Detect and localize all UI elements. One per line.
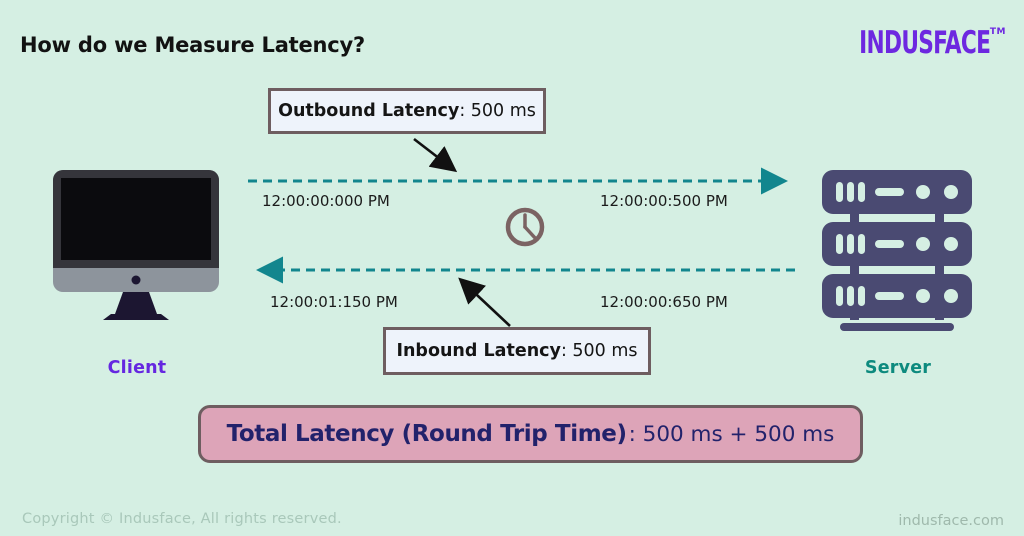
timestamp-client-receive: 12:00:01:150 PM (270, 293, 398, 311)
timestamp-server-send: 12:00:00:650 PM (600, 293, 728, 311)
server-label: Server (864, 358, 932, 378)
server-stack-icon (822, 170, 972, 336)
page-title: How do we Measure Latency? (20, 33, 366, 57)
outbound-pointer-arrow (413, 137, 458, 173)
total-latency-box: Total Latency (Round Trip Time) : 500 ms… (198, 405, 863, 463)
outbound-latency-value: : 500 ms (459, 101, 536, 121)
client-label: Client (107, 358, 167, 378)
total-latency-label: Total Latency (Round Trip Time) (226, 421, 627, 447)
brand-logo: INDUSFACE TM (803, 26, 1006, 60)
inbound-pointer-arrow (458, 277, 511, 327)
copyright-text: Copyright © Indusface, All rights reserv… (22, 511, 342, 527)
outbound-latency-label: Outbound Latency (278, 101, 460, 121)
clock-icon (505, 207, 545, 247)
inbound-latency-callout: Inbound Latency: 500 ms (383, 327, 651, 375)
timestamp-client-send: 12:00:00:000 PM (262, 192, 390, 210)
timestamp-server-receive: 12:00:00:500 PM (600, 192, 728, 210)
trademark-symbol: TM (989, 27, 1006, 37)
inbound-latency-label: Inbound Latency (396, 341, 561, 361)
desktop-monitor-icon (53, 170, 219, 324)
inbound-latency-value: : 500 ms (560, 341, 638, 361)
total-latency-value: : 500 ms + 500 ms (628, 421, 835, 447)
website-text: indusface.com (898, 513, 1004, 529)
brand-logo-text: INDUSFACE (858, 25, 991, 61)
outbound-latency-callout: Outbound Latency: 500 ms (268, 88, 546, 134)
